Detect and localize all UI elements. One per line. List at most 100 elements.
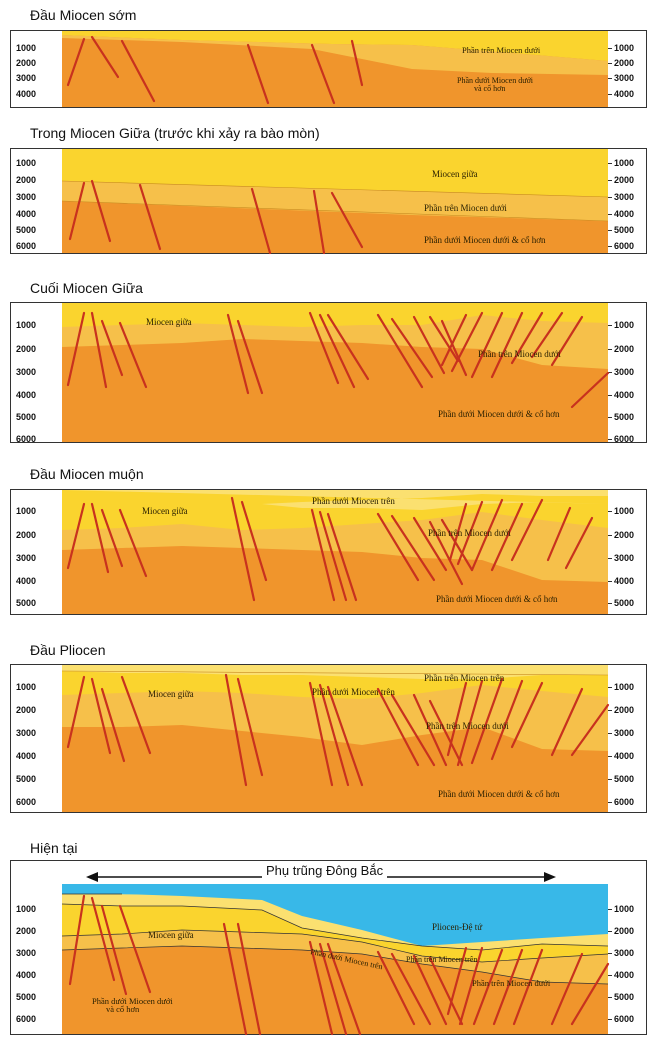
depth-tick: 4000 [607, 209, 635, 219]
depth-tick: 4000 [607, 576, 635, 586]
layer-label: và cổ hơn [474, 84, 505, 93]
depth-tick: 4000 [16, 751, 37, 761]
depth-tick: 2000 [16, 530, 37, 540]
depth-tick: 2000 [16, 705, 37, 715]
depth-tick: 1000 [607, 682, 635, 692]
depth-tick: 6000 [16, 434, 37, 444]
depth-tick: 1000 [16, 43, 37, 53]
fault-lines [68, 894, 610, 1036]
depth-tick: 1000 [16, 158, 37, 168]
depth-tick: 2000 [16, 58, 37, 68]
depth-tick: 5000 [607, 992, 635, 1002]
depth-tick: 4000 [607, 751, 635, 761]
depth-tick: 2000 [16, 926, 37, 936]
depth-tick: 1000 [607, 158, 635, 168]
depth-tick: 3000 [16, 192, 37, 202]
layer-label: Phần dưới Miocen dưới & cổ hơn [438, 409, 560, 419]
depth-tick: 5000 [607, 774, 635, 784]
layer-label: và cổ hơn [106, 1004, 140, 1014]
sub-basin-label: Phụ trũng Đông Bắc [262, 863, 388, 878]
depth-tick: 4000 [607, 390, 635, 400]
depth-tick: 4000 [16, 576, 37, 586]
layer-label: Phần trên Miocen trên [424, 673, 505, 683]
depth-tick: 4000 [607, 970, 635, 980]
depth-tick: 4000 [16, 209, 37, 219]
depth-tick: 5000 [16, 412, 37, 422]
depth-tick: 4000 [16, 390, 37, 400]
depth-tick: 5000 [16, 774, 37, 784]
depth-tick: 1000 [16, 506, 37, 516]
cross-section: Miocen giữa Phần dưới Miocen trên Phần t… [62, 490, 608, 614]
layer-label: Miocen giữa [146, 317, 192, 327]
depth-tick: 3000 [16, 948, 37, 958]
layer-label: Phần dưới Miocen trên [312, 687, 395, 697]
depth-tick: 2000 [16, 175, 37, 185]
layer-label: Phần trên Miocen dưới [426, 721, 509, 731]
depth-tick: 5000 [607, 225, 635, 235]
depth-tick: 1000 [16, 320, 37, 330]
layer-label: Phần trên Miocen trên [406, 955, 477, 964]
depth-tick: 6000 [16, 797, 37, 807]
panel-title: Trong Miocen Giữa (trước khi xảy ra bào … [30, 125, 320, 141]
layer-label: Miocen giữa [148, 930, 194, 940]
panel-title: Đầu Pliocen [30, 642, 106, 658]
panel-title: Đầu Miocen sớm [30, 7, 137, 23]
depth-tick: 2000 [607, 344, 635, 354]
depth-tick: 5000 [16, 992, 37, 1002]
layer-label: Miocen giữa [432, 169, 478, 179]
layer-label: Phần trên Miocen dưới [424, 203, 507, 213]
layer-label: Phần trên Miocen dưới [428, 528, 511, 538]
depth-tick: 2000 [607, 530, 635, 540]
depth-tick: 3000 [16, 367, 37, 377]
fault-lines [66, 673, 610, 787]
cross-section: Miocen giữa Phần trên Miocen dưới Phần d… [62, 303, 610, 442]
depth-tick: 3000 [607, 728, 635, 738]
depth-tick: 3000 [16, 728, 37, 738]
cross-section: Phần trên Miocen trên Miocen giữa Phần d… [61, 665, 610, 812]
depth-tick: 5000 [16, 225, 37, 235]
depth-tick: 3000 [16, 553, 37, 563]
depth-tick: 5000 [607, 412, 635, 422]
depth-tick: 2000 [607, 175, 635, 185]
layer-label: Phần dưới Miocen dưới [92, 996, 173, 1006]
depth-tick: 4000 [16, 89, 37, 99]
depth-tick: 6000 [607, 241, 635, 251]
layer-label: Phần dưới Miocen dưới & cổ hơn [424, 235, 546, 245]
depth-tick: 1000 [607, 904, 635, 914]
depth-tick: 1000 [607, 506, 635, 516]
layer-label: Phần dưới Miocen dưới & cổ hơn [436, 594, 558, 604]
depth-tick: 2000 [607, 705, 635, 715]
depth-tick: 2000 [607, 58, 635, 68]
depth-tick: 2000 [16, 344, 37, 354]
depth-tick: 6000 [607, 1014, 635, 1024]
depth-tick: 6000 [16, 1014, 37, 1024]
depth-tick: 6000 [607, 434, 635, 444]
depth-tick: 5000 [607, 598, 635, 608]
panel-title: Hiện tại [30, 840, 78, 856]
depth-tick: 3000 [607, 367, 635, 377]
cross-section: Pliocen-Đệ tứ Miocen giữa Phần dưới Mioc… [61, 884, 610, 1036]
cross-section: Phần trên Miocen dưới Phần dưới Miocen d… [62, 31, 608, 107]
layer-label: Miocen giữa [142, 506, 188, 516]
depth-tick: 1000 [607, 320, 635, 330]
panel-title: Đầu Miocen muộn [30, 466, 144, 482]
layer-label: Phần dưới Miocen trên [312, 496, 395, 506]
depth-tick: 3000 [16, 73, 37, 83]
depth-tick: 2000 [607, 926, 635, 936]
depth-tick: 3000 [607, 73, 635, 83]
depth-tick: 1000 [16, 682, 37, 692]
layer-label: Phần dưới Miocen dưới & cổ hơn [438, 789, 560, 799]
fault-lines [68, 179, 364, 255]
layer-label: Pliocen-Đệ tứ [432, 922, 483, 932]
depth-tick: 6000 [607, 797, 635, 807]
fault-lines [66, 311, 610, 409]
layer-label: Phần trên Miocen dưới [478, 349, 561, 359]
depth-tick: 1000 [16, 904, 37, 914]
layer-label: Miocen giữa [148, 689, 194, 699]
depth-tick: 5000 [16, 598, 37, 608]
depth-tick: 3000 [607, 192, 635, 202]
depth-tick: 4000 [16, 970, 37, 980]
fault-lines [66, 496, 594, 602]
depth-tick: 3000 [607, 553, 635, 563]
depth-tick: 3000 [607, 948, 635, 958]
